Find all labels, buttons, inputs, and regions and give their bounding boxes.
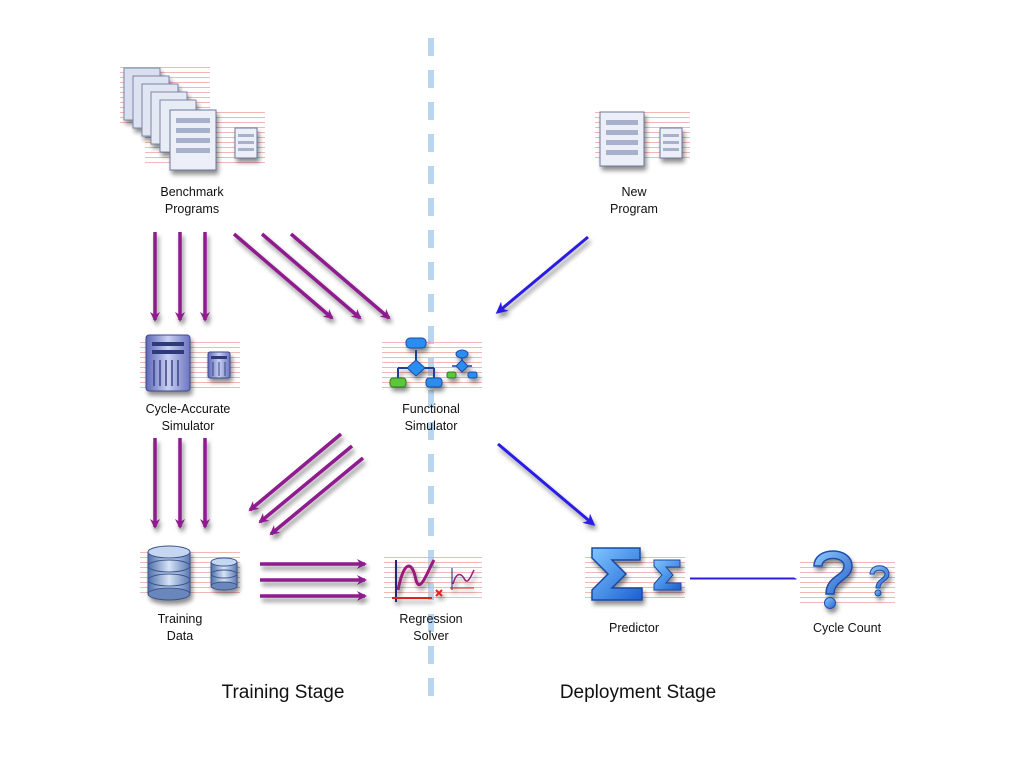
training-stage-title: Training Stage (221, 682, 345, 703)
label-line: Solver (413, 629, 449, 643)
arrow-predictor-to-cycle-count (689, 572, 797, 585)
label-line: Programs (164, 202, 220, 216)
label-line: Training (157, 612, 203, 626)
arrow-func-sim-to-predictor (497, 442, 596, 526)
arrow-training-data-to-regression (260, 559, 367, 601)
label-line: Cycle-Accurate (145, 402, 231, 416)
label-line: New (621, 185, 647, 199)
arrow-new-program-to-func-sim (495, 235, 589, 314)
flowchart-icon (382, 337, 482, 390)
arrow-benchmark-to-cycle-sim (150, 232, 210, 322)
graph-icon (384, 556, 482, 602)
label-line: Cycle Count (812, 621, 882, 635)
label-line: Program (610, 202, 658, 216)
label-line: Regression (399, 612, 463, 626)
label-cycle-count: Cycle Count (767, 620, 927, 637)
label-line: Simulator (161, 419, 215, 433)
label-line: Functional (402, 402, 460, 416)
database-icon (140, 545, 240, 601)
label-line: Benchmark (160, 185, 224, 199)
label-new-program: New Program (554, 184, 714, 218)
label-line: Simulator (404, 419, 458, 433)
question-mark-icon (800, 550, 895, 609)
label-training-data: Training Data (100, 611, 260, 645)
arrow-func-sim-to-training-data (248, 432, 365, 536)
label-line: Predictor (608, 621, 660, 635)
arrow-cycle-sim-to-training-data (150, 438, 210, 529)
label-benchmark-programs: Benchmark Programs (112, 184, 272, 218)
document-icon (595, 111, 690, 167)
label-line: Data (166, 629, 194, 643)
sigma-icon (585, 547, 685, 601)
arrow-benchmark-to-func-sim (232, 232, 391, 320)
document-stack-icon (120, 65, 265, 171)
label-cycle-accurate-simulator: Cycle-Accurate Simulator (108, 401, 268, 435)
deployment-stage-title: Deployment Stage (559, 682, 717, 703)
label-regression-solver: Regression Solver (351, 611, 511, 645)
label-predictor: Predictor (554, 620, 714, 637)
label-functional-simulator: Functional Simulator (351, 401, 511, 435)
server-icon (140, 334, 240, 392)
